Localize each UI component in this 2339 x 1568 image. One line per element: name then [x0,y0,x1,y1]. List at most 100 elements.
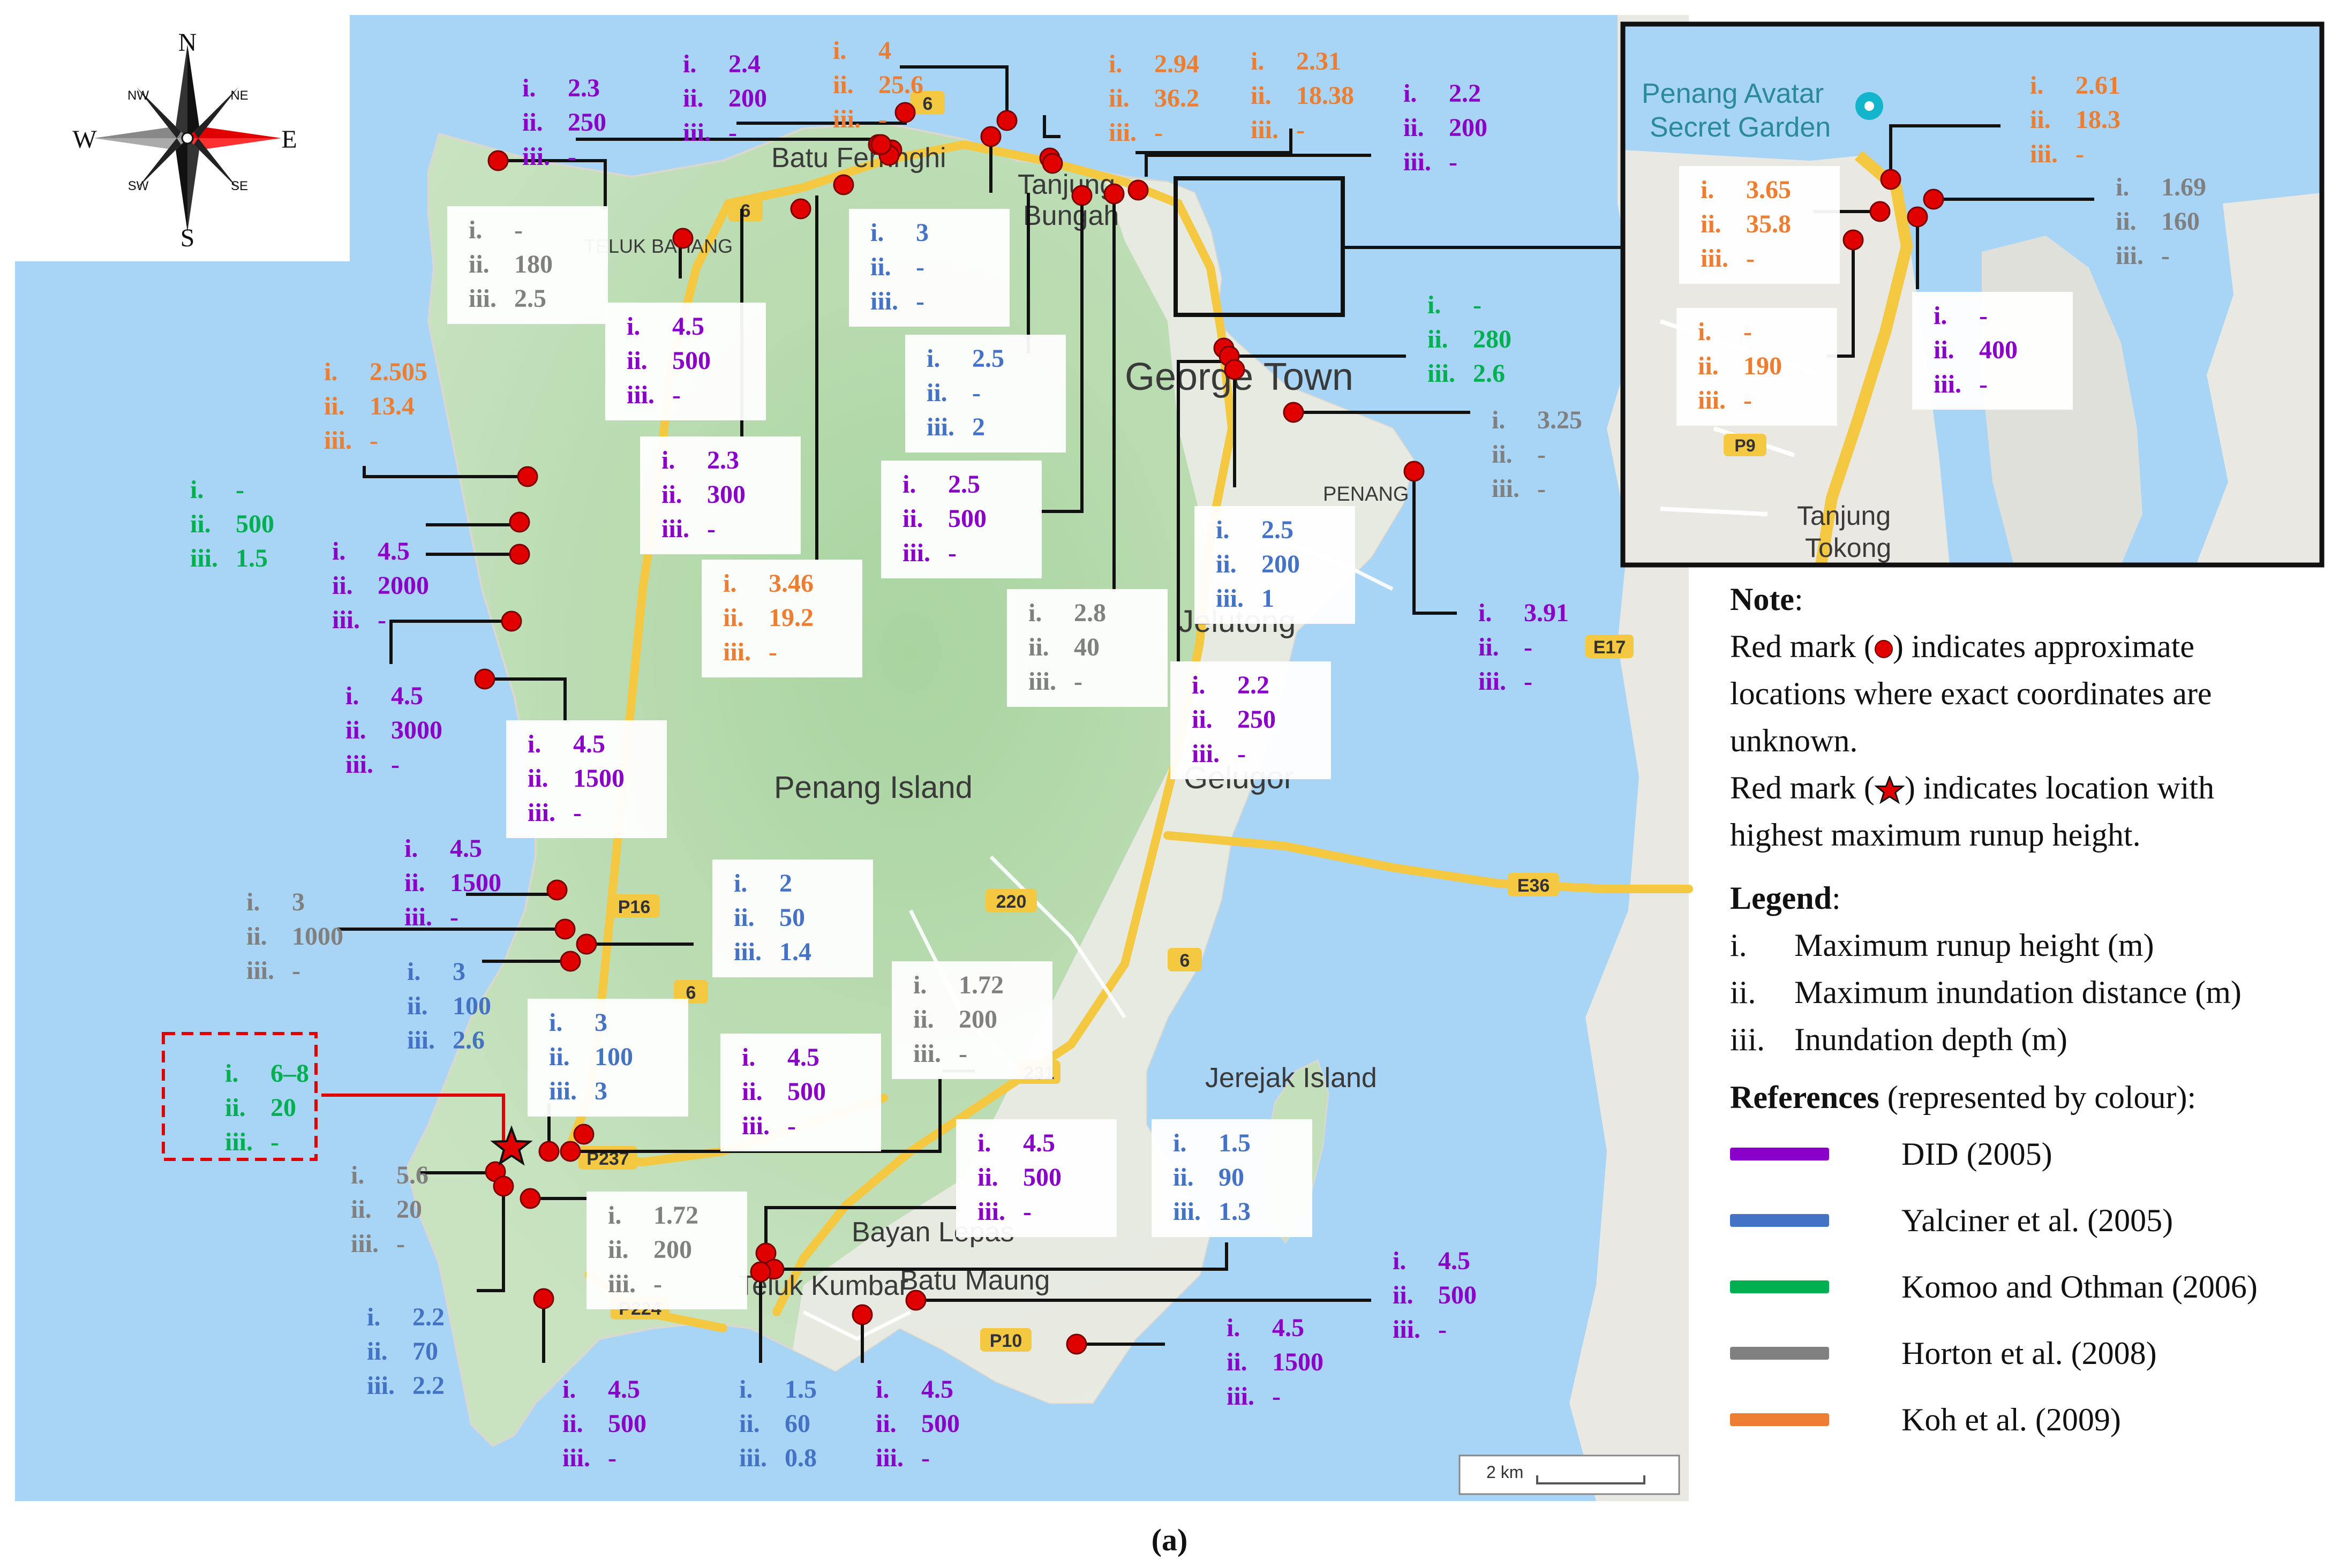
value-ii: 200 [653,1235,692,1264]
red-dot-marker [1842,229,1864,251]
value-i: 3 [916,218,929,247]
row-label: i. [1192,671,1205,699]
row-label: ii. [1403,114,1424,142]
value-ii: 20 [270,1094,296,1122]
red-dot-marker [1066,1333,1087,1355]
row-label: ii. [1216,550,1237,578]
road-shield: P16 [608,894,660,918]
value-iii: - [370,426,378,455]
value-i: - [236,476,244,504]
row-label: ii. [1192,705,1213,734]
row-label: ii. [977,1163,998,1192]
value-i: 2.3 [568,74,600,102]
value-iii: - [1154,118,1163,147]
value-ii: 36.2 [1154,84,1199,112]
ref-swatch [1730,1347,1829,1360]
value-i: 4.5 [787,1043,819,1072]
value-i: 1.72 [653,1201,698,1230]
row-label: iii. [1492,474,1520,503]
value-i: 3 [292,888,305,916]
svg-text:P9: P9 [1734,436,1755,455]
road-shield: P237 [578,1146,637,1170]
value-iii: - [1979,370,1988,398]
annotation-box [447,206,608,324]
road-shield: P9 [1724,434,1766,456]
red-dot-marker [493,1175,514,1197]
compass-ne: NE [230,88,248,103]
legend-item: iii.Inundation depth (m) [1730,1022,2067,1057]
row-label: iii. [407,1026,435,1054]
row-label: iii. [1427,359,1455,388]
row-label: i. [1109,50,1122,78]
row-label: iii. [1478,667,1506,696]
value-i: 2.2 [1237,671,1269,699]
value-i: 2.5 [948,470,980,499]
row-label: i. [1216,516,1229,544]
value-ii: 200 [1449,114,1487,142]
row-label: ii. [1251,81,1272,110]
row-label: ii. [1173,1163,1194,1192]
row-label: ii. [1227,1348,1247,1376]
row-label: iii. [870,287,898,315]
value-i: - [1743,318,1752,346]
value-iii: 1 [1261,584,1274,613]
leader-lines [321,65,2094,1363]
value-ii: 200 [1261,550,1300,578]
value-i: 4.5 [573,730,605,758]
row-label: i. [1173,1129,1186,1157]
value-i: 3.65 [1746,176,1791,204]
value-ii: 400 [1979,336,2018,364]
value-iii: 2.6 [1473,359,1505,388]
reference-horton: Horton et al. (2008) [1730,1320,2335,1386]
leader-line [1177,360,1232,661]
row-label: ii. [683,84,704,112]
row-label: ii. [913,1005,934,1034]
red-dot-marker [852,1304,873,1325]
place-penang: PENANG [1323,483,1409,506]
row-label: iii. [723,638,751,666]
red-dot-marker [573,1124,595,1145]
row-label: ii. [627,346,648,375]
row-label: iii. [522,142,550,171]
row-label: ii. [661,480,682,509]
value-iii: - [450,903,458,931]
red-dot-marker [474,668,495,690]
leader-line [477,1192,505,1292]
value-iii: - [878,105,887,133]
row-label: iii. [1216,584,1244,613]
inset-poi-icon [1855,92,1883,120]
row-label: iii. [1251,116,1278,144]
value-iii: 2.2 [412,1371,445,1400]
value-ii: 500 [1023,1163,1062,1192]
svg-text:6: 6 [1180,951,1190,971]
leader-line [321,1094,505,1141]
value-iii: - [1449,148,1457,176]
note-line-3: unknown. [1730,723,1858,758]
road-shield: E36 [1508,873,1559,896]
value-ii: 90 [1219,1163,1244,1192]
legend-heading: Legend: [1730,880,1841,916]
annotation-yalciner-9: i.2.5ii.-iii.2 [905,335,1066,453]
row-label: i. [351,1161,364,1189]
red-dot-marker [1071,185,1093,206]
row-label: iii. [549,1077,577,1105]
red-dot-marker [833,174,854,195]
row-label: ii. [324,392,345,420]
compass-w: W [72,125,97,154]
value-iii: - [1296,116,1305,144]
row-label: i. [367,1303,380,1331]
row-label: iii. [876,1444,904,1472]
